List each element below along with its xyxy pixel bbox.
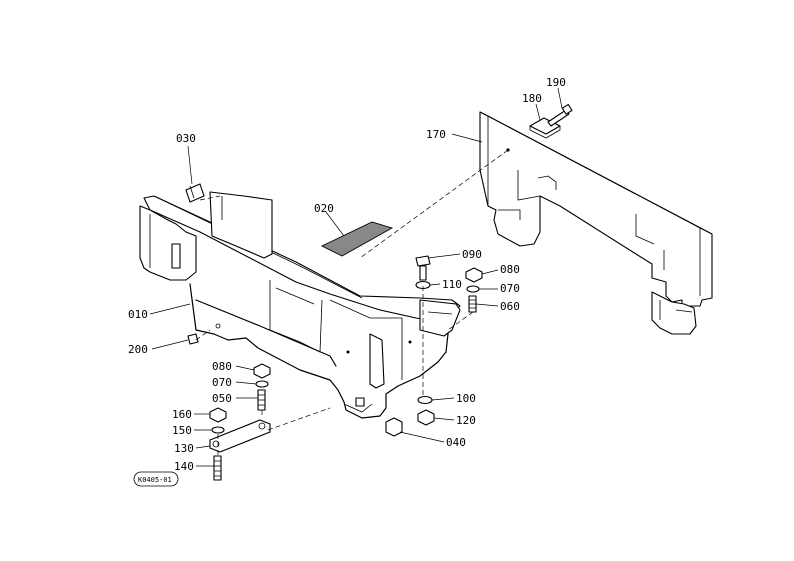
callout-080-left: 080 xyxy=(212,360,232,373)
drawing-code-stamp: K0405-01 xyxy=(133,471,179,487)
callout-080-right: 080 xyxy=(500,263,520,276)
part-130-link-plate xyxy=(209,419,271,453)
part-030-grommet xyxy=(185,183,205,203)
part-040-spacer xyxy=(385,417,403,437)
callout-020: 020 xyxy=(314,202,334,215)
part-080-nut-right xyxy=(465,267,483,283)
part-020-cover-plate xyxy=(320,221,394,257)
drawing-code: K0405-01 xyxy=(138,476,172,484)
callout-100: 100 xyxy=(456,392,476,405)
part-140-stud xyxy=(213,455,222,481)
callout-070-right: 070 xyxy=(500,282,520,295)
leader-lines xyxy=(149,87,563,467)
assembly-lines xyxy=(195,149,509,456)
callout-070-left: 070 xyxy=(212,376,232,389)
part-060-stud-right xyxy=(468,295,477,313)
part-010-front-frame xyxy=(139,191,461,419)
callout-labels: 190 180 170 030 020 090 080 110 070 060 … xyxy=(128,76,566,473)
part-070-washer-right xyxy=(466,285,480,293)
part-180-bracket xyxy=(529,117,561,139)
callout-110: 110 xyxy=(442,278,462,291)
callout-200: 200 xyxy=(128,343,148,356)
callout-140: 140 xyxy=(174,460,194,473)
callout-160: 160 xyxy=(172,408,192,421)
callout-030: 030 xyxy=(176,132,196,145)
callout-090: 090 xyxy=(462,248,482,261)
callout-050: 050 xyxy=(212,392,232,405)
callout-190: 190 xyxy=(546,76,566,89)
part-080-nut-left xyxy=(253,363,271,379)
callout-170: 170 xyxy=(426,128,446,141)
callout-180: 180 xyxy=(522,92,542,105)
callout-120: 120 xyxy=(456,414,476,427)
part-090-bolt xyxy=(415,255,431,281)
callout-130: 130 xyxy=(174,442,194,455)
part-160-nut xyxy=(209,407,227,423)
callout-040: 040 xyxy=(446,436,466,449)
part-120-nut xyxy=(417,409,435,426)
part-190-bolt xyxy=(547,103,573,127)
part-070-washer-left xyxy=(255,380,269,388)
callout-060: 060 xyxy=(500,300,520,313)
part-050-stud-left xyxy=(257,389,266,411)
callout-010: 010 xyxy=(128,308,148,321)
part-150-washer xyxy=(211,426,225,434)
part-100-washer xyxy=(417,395,433,405)
part-200-bolt xyxy=(187,333,199,345)
part-170-counterweight xyxy=(479,111,713,335)
callout-150: 150 xyxy=(172,424,192,437)
